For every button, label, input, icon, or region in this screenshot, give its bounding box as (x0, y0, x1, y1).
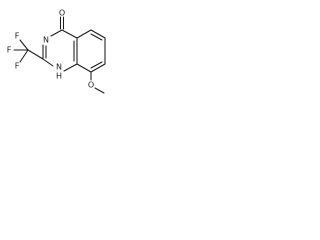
atom-ring-nitrogen-1: N (56, 63, 62, 72)
bond-o-ch3 (94, 87, 105, 94)
atom-carbonyl-oxygen: O (59, 9, 65, 18)
bond-c8-c8a (76, 63, 92, 73)
bond-c5-c6-inner (90, 33, 103, 41)
bond-c7-c8 (90, 63, 106, 73)
atom-ether-oxygen: O (88, 81, 94, 90)
bond-c7-c8-inner (90, 61, 103, 69)
atom-fluorine-left: F (7, 46, 12, 55)
chemical-structure: O N N H F F F O (7, 9, 106, 94)
bond-c2-cf3 (27, 49, 44, 60)
bond-c4a-c5 (76, 29, 92, 39)
atom-fluorine-bottom: F (15, 62, 20, 71)
bond-c5-c6 (90, 29, 106, 39)
bond-c2-n1 (42, 58, 54, 67)
bond-c4-n3 (50, 29, 63, 37)
bond-cf3-f-bottom (19, 49, 29, 63)
bond-n1-c8a (63, 63, 78, 72)
atom-fluorine-top: F (15, 32, 20, 41)
atom-nh-hydrogen: H (56, 72, 62, 81)
atom-ring-nitrogen-3: N (43, 36, 49, 45)
bond-cf3-f-top (19, 39, 29, 51)
bond-c4-c4a (61, 29, 78, 39)
